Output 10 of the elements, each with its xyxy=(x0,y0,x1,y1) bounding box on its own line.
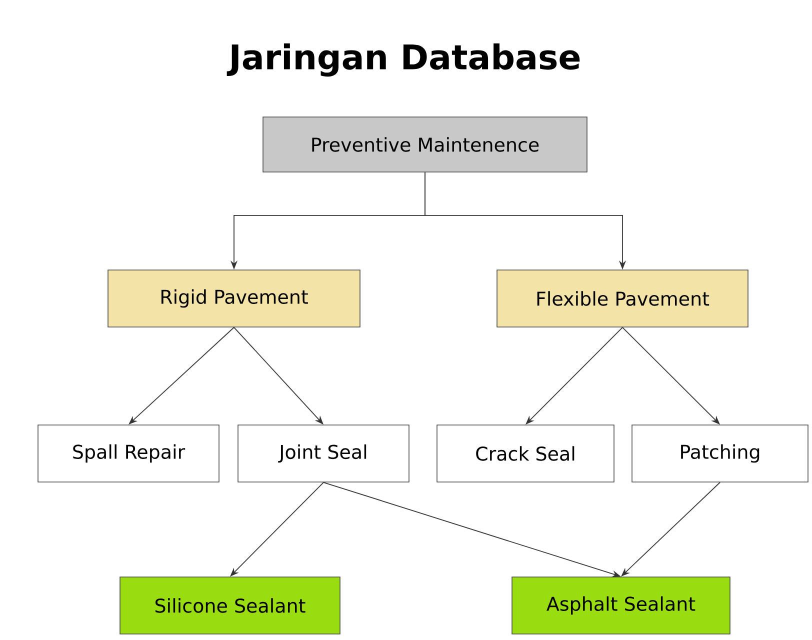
category-box: Rigid Pavement xyxy=(108,270,360,328)
category-box: Flexible Pavement xyxy=(496,270,748,328)
process-box: Spall Repair xyxy=(38,424,220,482)
result-box: Silicone Sealant xyxy=(120,576,340,634)
process-box: Crack Seal xyxy=(436,424,614,482)
process-box: Joint Seal xyxy=(238,424,410,482)
process-box: Patching xyxy=(632,424,808,482)
result-box: Asphalt Sealant xyxy=(512,576,730,634)
process-box: Preventive Maintenence xyxy=(262,116,588,172)
title: Jaringan Database xyxy=(226,43,580,77)
